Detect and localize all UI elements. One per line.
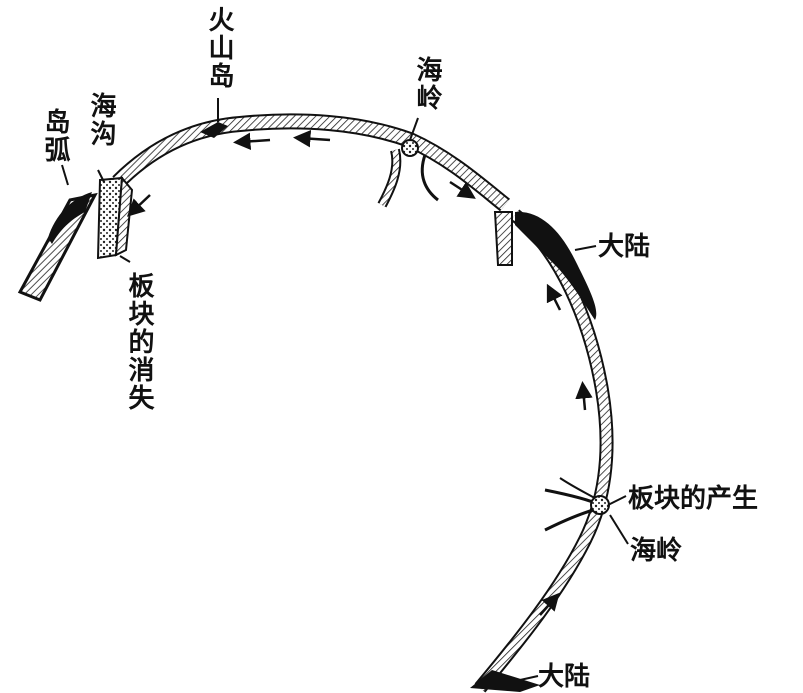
label-island-arc: 岛弧 [40,108,70,164]
label-plate-creation: 板块的产生 [628,484,759,514]
continent-upper-mark [515,211,597,320]
arrow-5 [546,283,563,311]
lower-ridge [544,477,610,532]
flow-arrows [126,129,593,616]
label-trench: 海沟 [86,92,116,148]
label-ridge-right: 海岭 [630,536,683,566]
arrow-3 [293,129,331,148]
label-plate-disappear: 板块的消失 [124,272,154,412]
arrow-6 [575,381,593,411]
continent-upper-slab [493,211,513,266]
arrow-2 [233,132,271,151]
arrow-4 [449,180,476,199]
arrow-7 [539,592,560,616]
island-arc-slab [17,192,98,302]
arrow-1 [126,194,151,217]
label-volcanic-island: 火山岛 [204,6,234,90]
plate-band [112,113,614,693]
label-continent-lower: 大陆 [538,662,591,692]
trench-subduction [96,175,134,260]
label-ridge-top: 海岭 [412,56,442,112]
volcanic-island-mark [200,122,228,138]
label-continent-upper: 大陆 [598,232,651,262]
continent-lower-mark [470,670,540,692]
top-ridge [377,139,439,208]
